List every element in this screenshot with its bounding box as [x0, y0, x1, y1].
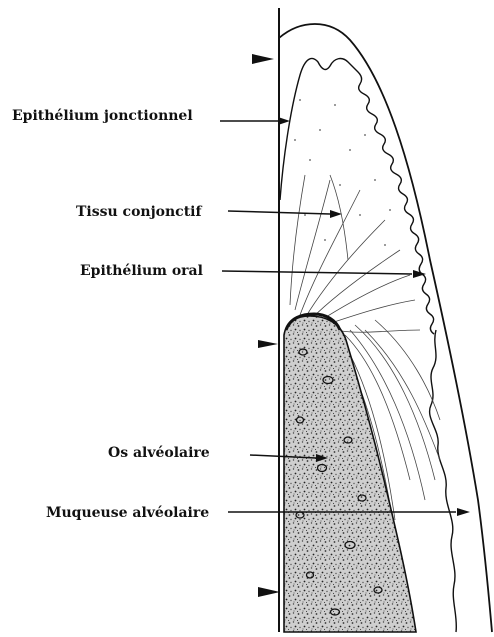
label-alveolar-mucosa: Muqueuse alvéolaire	[46, 505, 209, 521]
label-junctional-epithelium: Epithélium jonctionnel	[12, 108, 193, 124]
label-connective-tissue: Tissu conjonctif	[76, 204, 202, 220]
alveolar-bone	[284, 316, 416, 632]
marker-arrowhead-middle	[258, 340, 278, 348]
label-alveolar-bone: Os alvéolaire	[108, 445, 210, 461]
mucosa-inner-contour	[430, 330, 457, 632]
marker-arrowhead-bottom	[258, 587, 280, 597]
label-oral-epithelium: Epithélium oral	[80, 263, 203, 279]
marker-arrowhead-top	[252, 54, 274, 64]
